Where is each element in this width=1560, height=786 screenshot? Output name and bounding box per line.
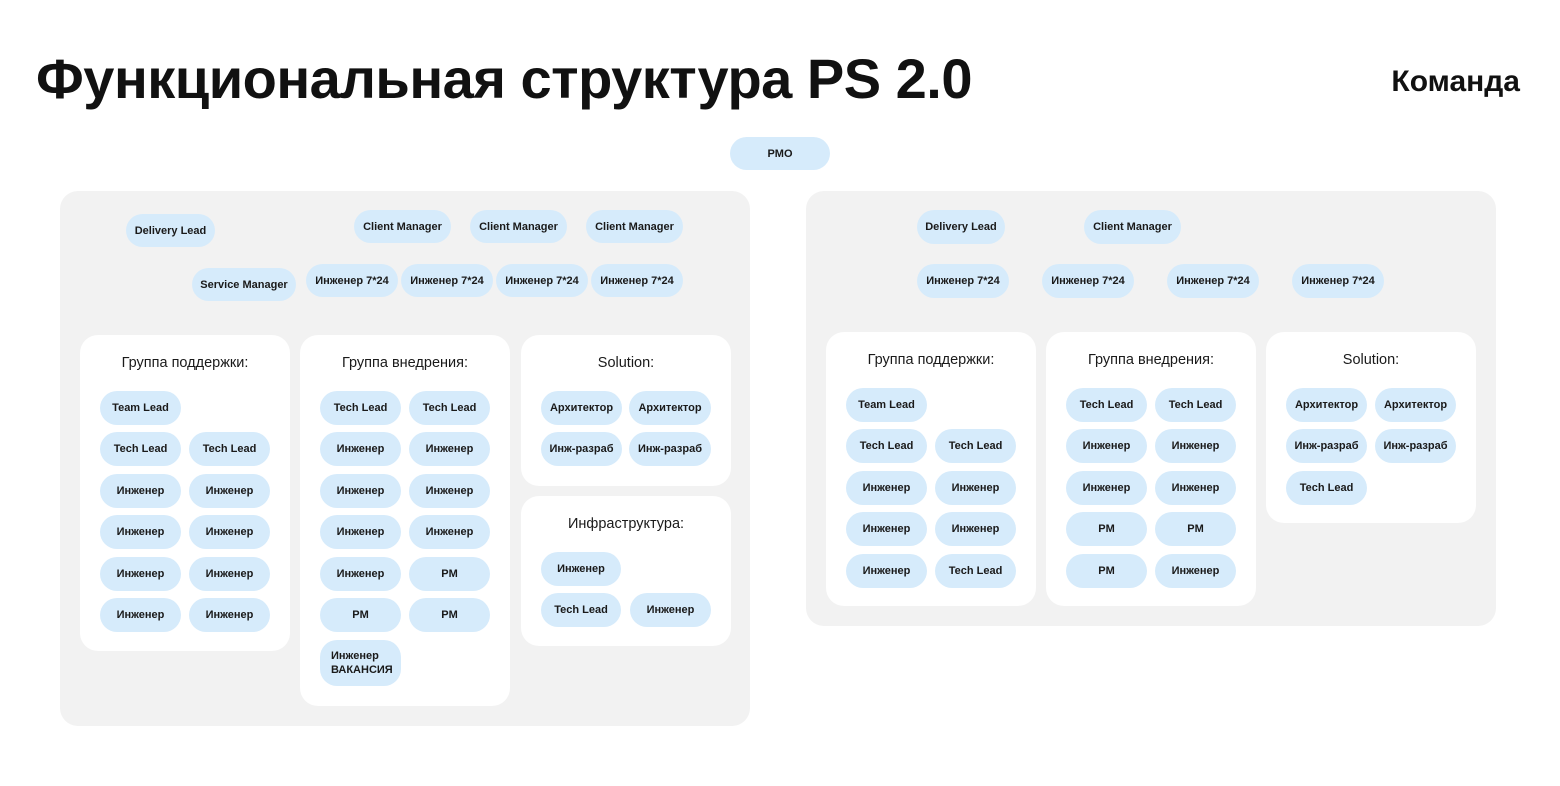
role-tech-lead: Tech Lead: [409, 391, 490, 425]
role-engineer: Инженер: [320, 474, 401, 508]
role-engineer: Инженер: [189, 598, 270, 632]
role-tech-lead: Tech Lead: [1066, 388, 1147, 422]
right-support-group-card: Группа поддержки: Team Lead Tech Lead Te…: [826, 332, 1036, 606]
role-team-lead: Team Lead: [100, 391, 181, 425]
role-architect: Архитектор: [541, 391, 622, 425]
role-engineer: Инженер: [100, 598, 181, 632]
role-tech-lead: Tech Lead: [541, 593, 621, 627]
role-tech-lead: Tech Lead: [935, 429, 1016, 463]
role-pm: PM: [1066, 512, 1147, 546]
role-engineer-24x7: Инженер 7*24: [591, 264, 683, 297]
role-engineer-24x7: Инженер 7*24: [1042, 264, 1134, 298]
role-dev-engineer: Инж-разраб: [541, 432, 622, 466]
right-solution-group-card: Solution: Архитектор Архитектор Инж-разр…: [1266, 332, 1476, 523]
role-architect: Архитектор: [1375, 388, 1456, 422]
role-architect: Архитектор: [1286, 388, 1367, 422]
role-engineer: Инженер: [541, 552, 621, 586]
role-engineer: Инженер: [189, 557, 270, 591]
role-engineer: Инженер: [409, 474, 490, 508]
group-title: Группа внедрения:: [341, 355, 469, 371]
role-engineer: Инженер: [409, 515, 490, 549]
role-engineer: Инженер: [320, 557, 401, 591]
role-pm: PM: [320, 598, 401, 632]
role-engineer: Инженер: [409, 432, 490, 466]
role-client-manager: Client Manager: [586, 210, 683, 243]
role-engineer: Инженер: [1066, 429, 1147, 463]
role-engineer-24x7: Инженер 7*24: [1167, 264, 1259, 298]
role-engineer: Инженер: [100, 557, 181, 591]
role-tech-lead: Tech Lead: [1155, 388, 1236, 422]
role-pm: PM: [1066, 554, 1147, 588]
role-tech-lead: Tech Lead: [100, 432, 181, 466]
role-client-manager: Client Manager: [1084, 210, 1181, 244]
group-title: Группа поддержки:: [867, 352, 995, 368]
role-engineer: Инженер: [1155, 429, 1236, 463]
role-client-manager: Client Manager: [470, 210, 567, 243]
pmo-node: PMO: [730, 137, 830, 170]
role-dev-engineer: Инж-разраб: [1375, 429, 1456, 463]
left-solution-group-card: Solution: Архитектор Архитектор Инж-разр…: [521, 335, 731, 486]
role-pm: PM: [409, 557, 490, 591]
role-engineer: Инженер: [935, 512, 1016, 546]
role-engineer-24x7: Инженер 7*24: [306, 264, 398, 297]
role-engineer: Инженер: [935, 471, 1016, 505]
role-tech-lead: Tech Lead: [846, 429, 927, 463]
role-engineer: Инженер: [630, 593, 711, 627]
left-implementation-group-card: Группа внедрения: Tech Lead Tech Lead Ин…: [300, 335, 510, 706]
role-team-lead: Team Lead: [846, 388, 927, 422]
role-engineer: Инженер: [846, 471, 927, 505]
role-service-manager: Service Manager: [192, 268, 296, 301]
group-title: Solution:: [597, 355, 655, 371]
role-pm: PM: [1155, 512, 1236, 546]
role-architect: Архитектор: [629, 391, 711, 425]
group-title: Группа внедрения:: [1087, 352, 1215, 368]
vacancy-label: Инженер ВАКАНСИЯ: [331, 650, 393, 676]
role-client-manager: Client Manager: [354, 210, 451, 243]
section-label: Команда: [1391, 65, 1520, 98]
role-engineer: Инженер: [189, 515, 270, 549]
left-infrastructure-group-card: Инфраструктура: Инженер Tech Lead Инжене…: [521, 496, 731, 646]
role-dev-engineer: Инж-разраб: [1286, 429, 1367, 463]
right-implementation-group-card: Группа внедрения: Tech Lead Tech Lead Ин…: [1046, 332, 1256, 606]
role-engineer: Инженер: [189, 474, 270, 508]
page-title: Функциональная структура PS 2.0: [36, 47, 972, 110]
role-engineer-24x7: Инженер 7*24: [917, 264, 1009, 298]
role-engineer-vacancy: Инженер ВАКАНСИЯ: [320, 640, 401, 686]
role-engineer: Инженер: [846, 512, 927, 546]
role-engineer-24x7: Инженер 7*24: [401, 264, 493, 297]
group-title: Solution:: [1342, 352, 1400, 368]
role-engineer: Инженер: [320, 515, 401, 549]
role-pm: PM: [409, 598, 490, 632]
role-engineer: Инженер: [320, 432, 401, 466]
role-tech-lead: Tech Lead: [189, 432, 270, 466]
role-engineer: Инженер: [100, 515, 181, 549]
left-support-group-card: Группа поддержки: Team Lead Tech Lead Te…: [80, 335, 290, 651]
role-tech-lead: Tech Lead: [1286, 471, 1367, 505]
role-engineer-24x7: Инженер 7*24: [496, 264, 588, 297]
group-title: Инфраструктура:: [567, 516, 685, 532]
role-engineer: Инженер: [1155, 554, 1236, 588]
role-engineer: Инженер: [100, 474, 181, 508]
role-delivery-lead: Delivery Lead: [917, 210, 1005, 244]
role-engineer: Инженер: [1155, 471, 1236, 505]
role-tech-lead: Tech Lead: [935, 554, 1016, 588]
role-engineer-24x7: Инженер 7*24: [1292, 264, 1384, 298]
role-tech-lead: Tech Lead: [320, 391, 401, 425]
role-delivery-lead: Delivery Lead: [126, 214, 215, 247]
group-title: Группа поддержки:: [121, 355, 249, 371]
role-dev-engineer: Инж-разраб: [629, 432, 711, 466]
role-engineer: Инженер: [1066, 471, 1147, 505]
role-engineer: Инженер: [846, 554, 927, 588]
